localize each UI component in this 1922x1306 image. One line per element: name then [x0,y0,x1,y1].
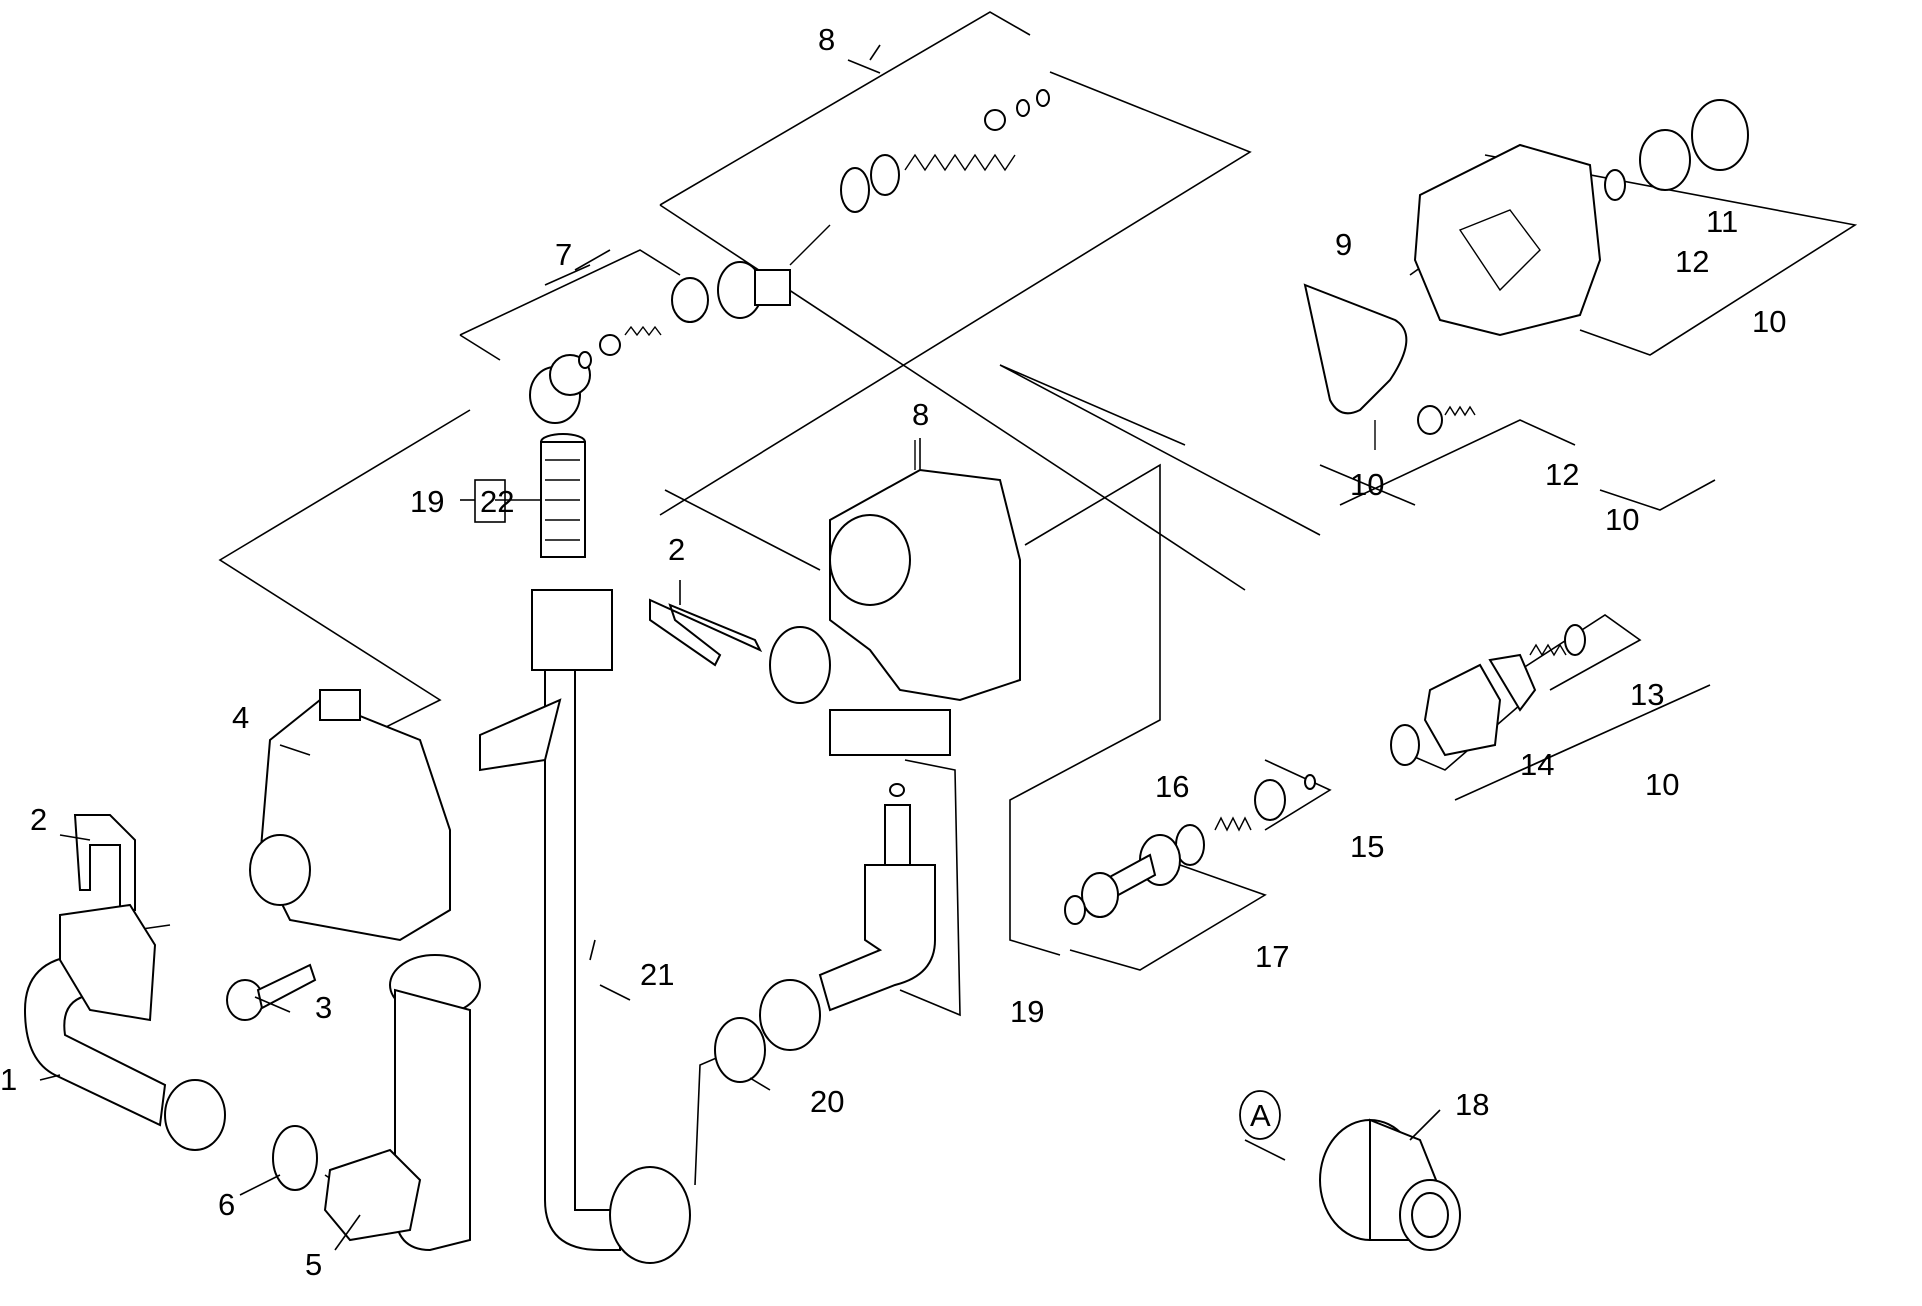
callout-15: 15 [1350,829,1384,864]
part-screw-3 [226,963,317,1021]
part-clip-2-left [73,814,136,911]
callout-11: 11 [1706,204,1738,239]
part-valve-stack-8 [717,89,1050,319]
part-elbow-1 [23,903,226,1151]
part-seal-9 [1303,283,1408,450]
callout-18: 18 [1455,1087,1489,1122]
callouts: 8 7 8 19 22 2 4 2 3 21 1 6 5 20 19 9 10 … [0,22,1786,1282]
callout-19-filter: 19 [410,484,444,519]
callout-10-top: 10 [1752,304,1786,339]
part-valve-19 [759,783,936,1051]
part-valve-12 [1417,405,1476,435]
callout-16: 16 [1155,769,1189,804]
callout-12-mid: 12 [1545,457,1579,492]
number-leaders [39,59,1441,1251]
detail-marker-a: A [1239,1090,1281,1140]
callout-19-valve: 19 [1010,994,1044,1029]
part-elbow-5 [323,954,481,1252]
part-oring-6 [272,1125,318,1191]
part-clip-2-center [649,598,763,667]
callout-2-center: 2 [668,532,685,567]
callout-8-housing: 8 [912,397,929,432]
callout-5: 5 [305,1247,322,1282]
callout-8-top: 8 [818,22,835,57]
callout-20: 20 [810,1084,844,1119]
callout-7: 7 [555,237,572,272]
part-housing-4 [249,689,451,942]
callout-3: 3 [315,990,332,1025]
part-valve-housing-8 [769,440,1021,756]
callout-10-bottom: 10 [1645,767,1679,802]
part-filter-22 [540,433,586,558]
callout-9: 9 [1335,227,1352,262]
part-oring-20 [714,1017,766,1083]
callout-12-top: 12 [1675,244,1709,279]
callout-10-mid: 10 [1605,502,1639,537]
leader-lines [134,11,1858,1206]
callout-1: 1 [0,1062,17,1097]
part-valve-stack-7 [529,277,709,424]
part-hose-21 [479,589,691,1264]
callout-13: 13 [1630,677,1664,712]
detail-a-label: A [1250,1098,1271,1133]
callout-10-seal: 10 [1350,467,1384,502]
callout-4: 4 [232,700,249,735]
part-coupling-18 [1319,1118,1461,1251]
callout-22: 22 [480,484,514,519]
part-valve-15-17 [1064,774,1316,925]
callout-6: 6 [218,1187,235,1222]
callout-21: 21 [640,957,674,992]
callout-2-left: 2 [30,802,47,837]
callout-14: 14 [1520,747,1554,782]
callout-17: 17 [1255,939,1289,974]
part-valve-13-14 [1390,624,1586,766]
part-pump-head-10 [1413,99,1749,337]
